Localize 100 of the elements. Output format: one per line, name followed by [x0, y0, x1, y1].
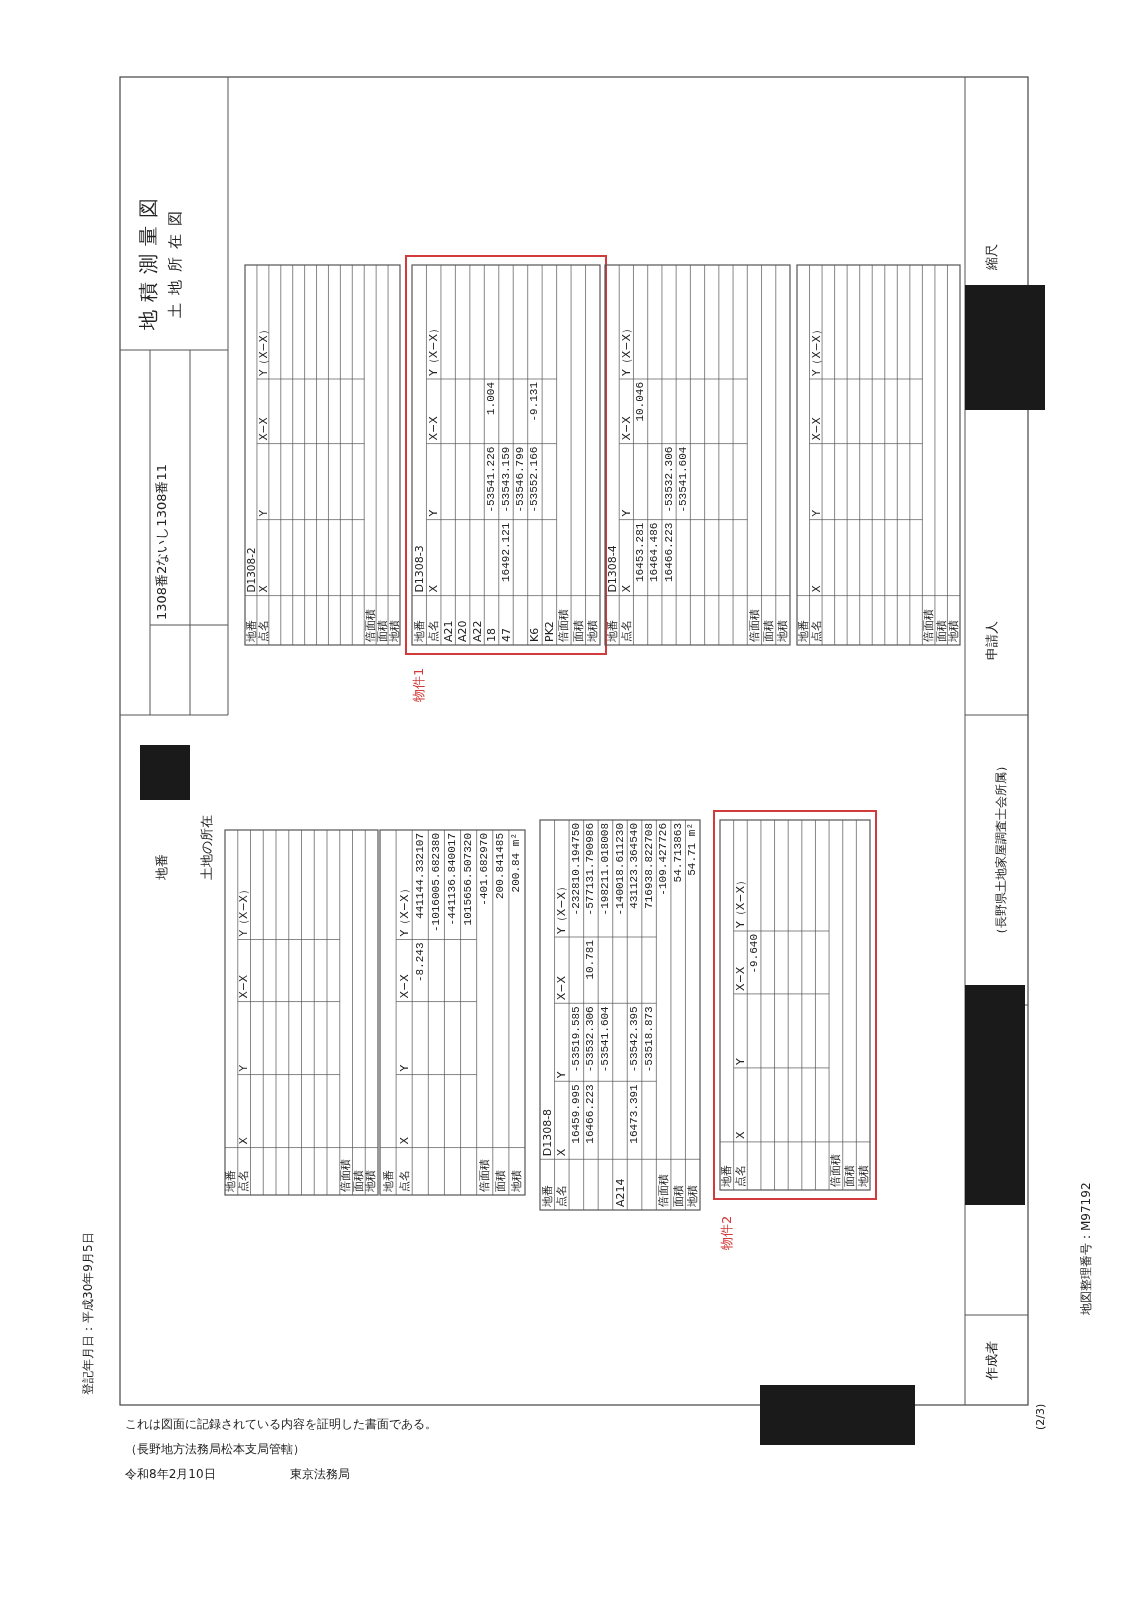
certification-date: 令和8年2月10日: [125, 1468, 216, 1480]
column-header: Y（X−X）: [428, 323, 440, 376]
row-label: 地番: [541, 1185, 553, 1207]
registration-date: 登記年月日：平成30年9月5日: [82, 1232, 94, 1395]
row-label: 地番: [245, 620, 257, 642]
area-value: -109.427726: [658, 823, 670, 896]
column-header: X: [620, 585, 632, 593]
column-header: X−X: [556, 976, 568, 1001]
point-name: 18: [486, 628, 498, 642]
row-label: 面積: [672, 1185, 684, 1207]
column-header: Y（X−X）: [257, 324, 269, 376]
coordinate-value: 10.781: [585, 940, 597, 980]
column-header: Y（X−X）: [398, 883, 410, 937]
coordinate-value: -9.640: [748, 934, 760, 974]
coordinate-value: -9.131: [529, 382, 541, 422]
issuing-office: 東京法務局: [290, 1468, 350, 1480]
coordinate-value: -232810.194750: [570, 823, 582, 916]
coordinate-value: -198211.018008: [599, 823, 611, 916]
point-name: PK2: [543, 621, 555, 642]
table-title: D1308-2: [245, 547, 257, 593]
table-title: D1308-8: [541, 1108, 553, 1157]
column-header: Y（X−X）: [556, 881, 568, 934]
coordinate-value: -53541.604: [599, 1006, 611, 1073]
column-header: X: [556, 1148, 568, 1157]
row-label: 倍面積: [748, 609, 760, 642]
column-header: 点名: [556, 1185, 568, 1207]
point-name: 47: [500, 628, 512, 642]
coordinate-value: -53541.604: [677, 446, 689, 513]
column-header: X: [428, 585, 440, 593]
coordinate-value: -8.243: [414, 942, 426, 983]
coordinate-value: 16459.995: [570, 1084, 582, 1144]
coordinate-value: -53532.306: [585, 1006, 597, 1073]
row-label: 面積: [572, 620, 584, 642]
row-label: 面積: [935, 620, 947, 642]
drawing-title: 地積測量図: [138, 190, 158, 330]
row-label: 面積: [763, 620, 775, 642]
field-label: 地番: [155, 854, 168, 880]
frame-label: 物件1: [412, 667, 425, 702]
area-value: 200.84 m²: [511, 833, 523, 893]
coordinate-value: 441144.332107: [414, 833, 426, 919]
subtitle: 土地所在図: [168, 203, 183, 318]
column-header: Y: [428, 509, 440, 517]
column-header: 点名: [428, 620, 440, 642]
row-label: 地積: [777, 620, 789, 642]
row-label: 倍面積: [830, 1154, 842, 1187]
column-header: Y（X−X）: [238, 884, 250, 937]
coordinate-value: -53541.226: [486, 446, 498, 513]
row-label: 地積: [511, 1170, 523, 1192]
row-label: 倍面積: [558, 609, 570, 642]
column-header: Y: [620, 509, 632, 517]
row-label: 倍面積: [923, 609, 934, 642]
column-header: 点名: [620, 620, 632, 642]
column-header: Y: [398, 1064, 410, 1072]
coordinate-value: 431123.364540: [629, 823, 641, 909]
coordinate-value: 1015656.507320: [463, 833, 475, 926]
column-header: X: [810, 585, 822, 593]
row-label: 地積: [948, 620, 959, 642]
point-name: A214: [614, 1178, 626, 1207]
coordinate-value: 16464.486: [649, 522, 661, 582]
coordinate-value: -53543.159: [500, 446, 512, 513]
column-header: X−X: [257, 417, 269, 441]
area-value: 54.713863: [672, 823, 684, 883]
column-header: X: [257, 585, 269, 593]
point-name: A20: [457, 620, 469, 642]
row-label: 地番: [413, 620, 425, 642]
column-header: 点名: [398, 1170, 410, 1192]
column-header: 点名: [734, 1165, 746, 1187]
coordinate-value: 16466.223: [663, 522, 675, 582]
column-header: X−X: [428, 416, 440, 441]
coordinate-value: -441136.840017: [447, 833, 458, 926]
point-name: K6: [529, 627, 541, 642]
map-number: 地図整理番号：M97192: [1080, 1182, 1092, 1315]
row-label: 面積: [844, 1165, 856, 1187]
row-label: 倍面積: [364, 609, 376, 642]
coordinate-value: -53552.166: [529, 446, 541, 513]
column-header: Y（X−X）: [734, 875, 746, 928]
frame-label: 物件2: [720, 1215, 733, 1250]
column-header: Y（X−X）: [810, 324, 822, 376]
row-label: 倍面積: [340, 1159, 352, 1192]
row-label: 地番: [226, 1170, 237, 1192]
area-value: 54.71 m²: [687, 823, 699, 876]
coordinate-value: -577131.790986: [585, 823, 597, 916]
column-header: X: [398, 1137, 410, 1145]
coordinate-value: 16466.223: [585, 1084, 597, 1144]
coordinate-value: -140018.611230: [614, 823, 626, 916]
column-header: X−X: [734, 966, 746, 991]
affiliation-text: （長野県土地家屋調査士会所属）: [995, 760, 1007, 940]
certification-text: （長野地方法務局松本支局管轄）: [125, 1443, 305, 1455]
field-label: 作成者: [985, 1341, 998, 1380]
row-label: 地積: [587, 620, 599, 642]
row-label: 地積: [687, 1185, 699, 1207]
table-title: D1308-3: [413, 545, 425, 593]
certification-text: これは図面に記録されている内容を証明した書面である。: [125, 1418, 437, 1430]
column-header: Y: [734, 1058, 746, 1065]
row-label: 面積: [376, 620, 388, 642]
column-header: Y: [257, 510, 269, 517]
coordinate-value: 16453.281: [635, 522, 647, 582]
column-header: X−X: [620, 416, 632, 441]
column-header: Y: [238, 1065, 250, 1072]
row-label: 面積: [495, 1170, 507, 1192]
